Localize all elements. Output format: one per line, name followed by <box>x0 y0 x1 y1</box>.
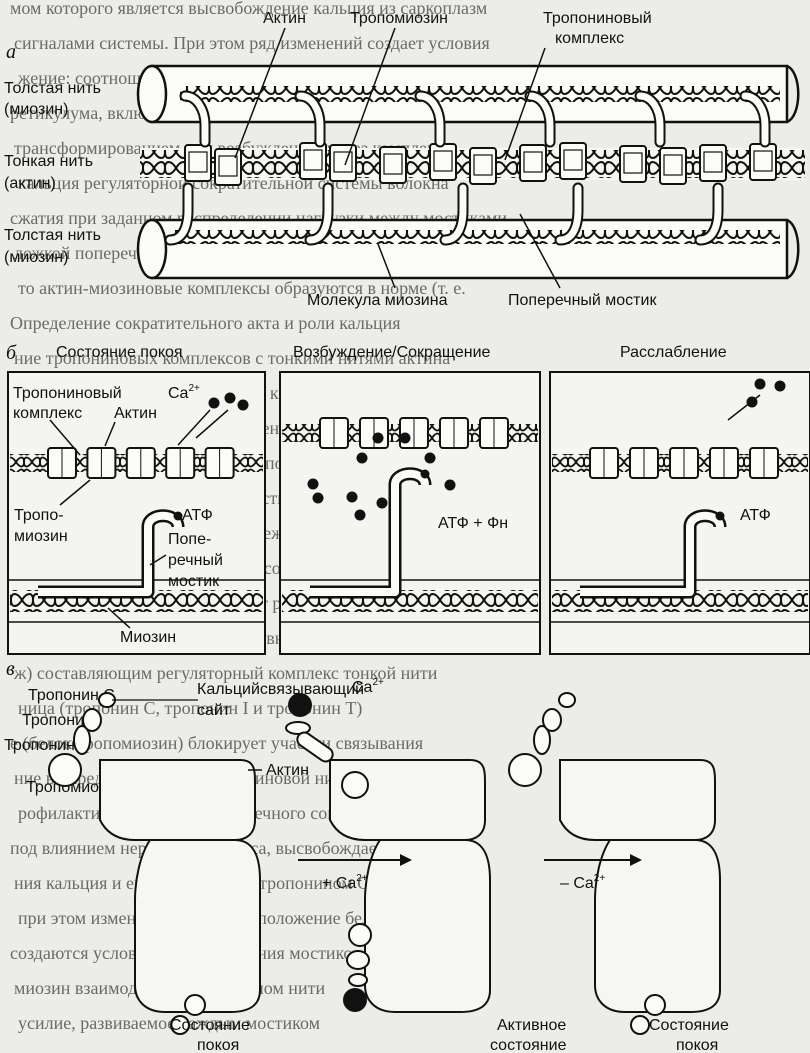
calcium-ion <box>357 453 368 464</box>
thick-filament-bottom <box>138 220 798 278</box>
troponin-lower <box>631 1016 649 1034</box>
tropomyosin-lower <box>185 995 205 1015</box>
b1-tropo-1: Тропо- <box>14 507 64 524</box>
label-tropomyosin: Тропомиозин <box>350 10 448 27</box>
atp-dot <box>421 470 430 479</box>
calcium-ion-bound-lower <box>343 988 367 1012</box>
actin-subunit-bottom <box>365 840 490 1012</box>
label-thin-2: (актин) <box>4 175 56 192</box>
calcium-ion <box>238 400 249 411</box>
actin-subunit-bottom <box>595 840 720 1012</box>
tropomyosin-lower <box>645 995 665 1015</box>
label-thick-bottom-2: (миозин) <box>4 249 68 266</box>
thick-filament-top <box>138 66 798 122</box>
panel-a-letter: а <box>6 41 16 63</box>
calcium-ion-bound <box>288 693 312 717</box>
label-thick-top-1: Толстая нить <box>4 80 101 97</box>
calcium-ion <box>373 433 384 444</box>
actin-subunit-bottom <box>135 840 260 1012</box>
troponin-lower-active <box>347 951 369 969</box>
panel-b: б Состояние покоя Возбуждение/Сокращение… <box>6 342 810 654</box>
b1-troponin-complex-1: Тропониновый <box>13 385 122 402</box>
b1-tropo-2: миозин <box>14 528 68 545</box>
actin-subunit-top <box>100 760 255 840</box>
b1-cross-1: Попе- <box>168 531 211 548</box>
b1-troponin-complex-2: комплекс <box>13 405 82 422</box>
label-ca-c: Ca2+ <box>352 677 384 696</box>
label-troponin-complex-2: комплекс <box>555 30 624 47</box>
b1-myosin: Миозин <box>120 629 176 646</box>
troponin-i <box>543 709 561 731</box>
calcium-ion <box>308 479 319 490</box>
panel-a: а Актин Тропомиозин Тр <box>4 10 805 309</box>
actin-subunit-top <box>560 760 715 840</box>
b1-cross-2: речный <box>168 552 223 569</box>
tropomyosin-circle <box>49 754 81 786</box>
label-cross-bridge: Поперечный мостик <box>508 292 657 309</box>
panel-b-letter: б <box>6 342 17 364</box>
panel-b-title-rest: Состояние покоя <box>56 344 183 361</box>
calcium-ion <box>209 398 220 409</box>
label-thick-top-2: (миозин) <box>4 101 68 118</box>
calcium-ion <box>347 492 358 503</box>
tropomyosin-moved <box>342 772 368 798</box>
background-text-line: сигналами системы. При этом ряд изменени… <box>14 33 490 53</box>
calcium-ion <box>313 493 324 504</box>
panel-c-letter: в <box>6 658 15 680</box>
label-active-2: состояние <box>490 1037 567 1053</box>
troponin-c-lower-active <box>349 974 367 986</box>
label-actin-c: Актин <box>266 762 309 779</box>
calcium-ion <box>755 379 766 390</box>
panel-b-title-relaxation: Расслабление <box>620 344 727 361</box>
b1-actin: Актин <box>114 405 157 422</box>
troponin-i <box>83 709 101 731</box>
label-rest-2a: Состояние <box>649 1017 729 1034</box>
tropomyosin-lower-active <box>349 924 371 946</box>
tropomyosin-circle <box>509 754 541 786</box>
label-troponin-complex-1: Тропониновый <box>543 10 652 27</box>
calcium-ion <box>425 453 436 464</box>
background-text-line: Определение сократительного акта и роли … <box>10 313 401 333</box>
label-myosin-molecule: Молекула миозина <box>307 292 448 309</box>
label-thick-bottom-1: Толстая нить <box>4 227 101 244</box>
label-actin: Актин <box>263 10 306 27</box>
calcium-ion <box>225 393 236 404</box>
thin-filament <box>140 143 805 185</box>
label-thin-1: Тонкая нить <box>4 153 93 170</box>
label-rest-1a: Состояние <box>170 1017 250 1034</box>
label-ca-site-2: сайт <box>197 702 231 719</box>
b1-cross-3: мостик <box>168 573 220 590</box>
calcium-ion <box>377 498 388 509</box>
atp-dot <box>716 512 725 521</box>
label-ca-site-1: Кальцийсвязывающий <box>197 681 364 698</box>
calcium-ion <box>355 510 366 521</box>
panel-b-title-excitation: Возбуждение/Сокращение <box>293 344 491 361</box>
b1-atp: АТФ <box>182 507 213 524</box>
calcium-ion <box>445 480 456 491</box>
label-rest-1b: покоя <box>197 1037 239 1053</box>
troponin-c <box>559 693 575 707</box>
b2-atp-phn: АТФ + Фн <box>438 515 508 532</box>
calcium-ion <box>775 381 786 392</box>
label-rest-2b: покоя <box>676 1037 718 1053</box>
b3-atp: АТФ <box>740 507 771 524</box>
calcium-ion <box>400 433 411 444</box>
label-active-1: Активное <box>497 1017 566 1034</box>
